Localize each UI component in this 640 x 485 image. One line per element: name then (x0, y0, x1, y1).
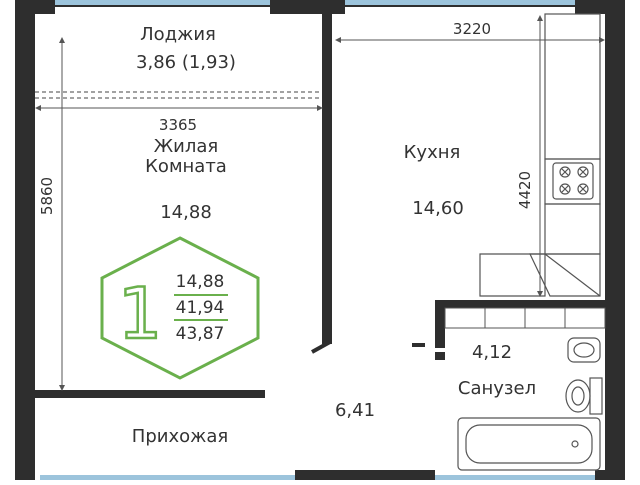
dimension-lines (35, 15, 605, 391)
loggia-area: 3,86 (1,93) (136, 52, 236, 73)
bathroom-label: Санузел (458, 378, 536, 399)
loggia-label: Лоджия (140, 24, 216, 45)
dim-kitchen-height: 4420 (516, 171, 534, 209)
outer-walls (15, 0, 625, 480)
badge-living-area: 14,88 (176, 272, 225, 292)
dim-living-width: 3365 (159, 116, 197, 134)
apartment-badge: 1 14,88 41,94 43,87 (100, 236, 260, 380)
dim-kitchen-width: 3220 (453, 20, 491, 38)
badge-total-area: 41,94 (176, 298, 225, 318)
bathtub-icon (457, 417, 601, 471)
window-bottom-right (435, 475, 595, 480)
hallway-label: Прихожая (132, 426, 228, 447)
hallway-area: 6,41 (335, 400, 375, 421)
stove-icon (552, 162, 594, 200)
badge-rooms-count: 1 (118, 273, 163, 355)
bathroom-area: 4,12 (472, 342, 512, 363)
badge-hexagon (100, 236, 260, 380)
window-top-left (55, 0, 270, 6)
window-bottom-left (40, 475, 295, 480)
kitchen-area: 14,60 (412, 198, 464, 219)
living-label-line1: Жилая (154, 136, 218, 157)
toilet-icon (565, 377, 603, 415)
badge-total-with-loggia: 43,87 (176, 324, 225, 344)
living-label-line2: Комната (145, 156, 227, 177)
kitchen-counter (479, 13, 601, 297)
window-top-right (345, 0, 575, 6)
living-area: 14,88 (160, 202, 212, 223)
kitchen-label: Кухня (404, 142, 461, 163)
dim-living-height: 5860 (38, 177, 56, 215)
sink-icon (567, 337, 601, 363)
